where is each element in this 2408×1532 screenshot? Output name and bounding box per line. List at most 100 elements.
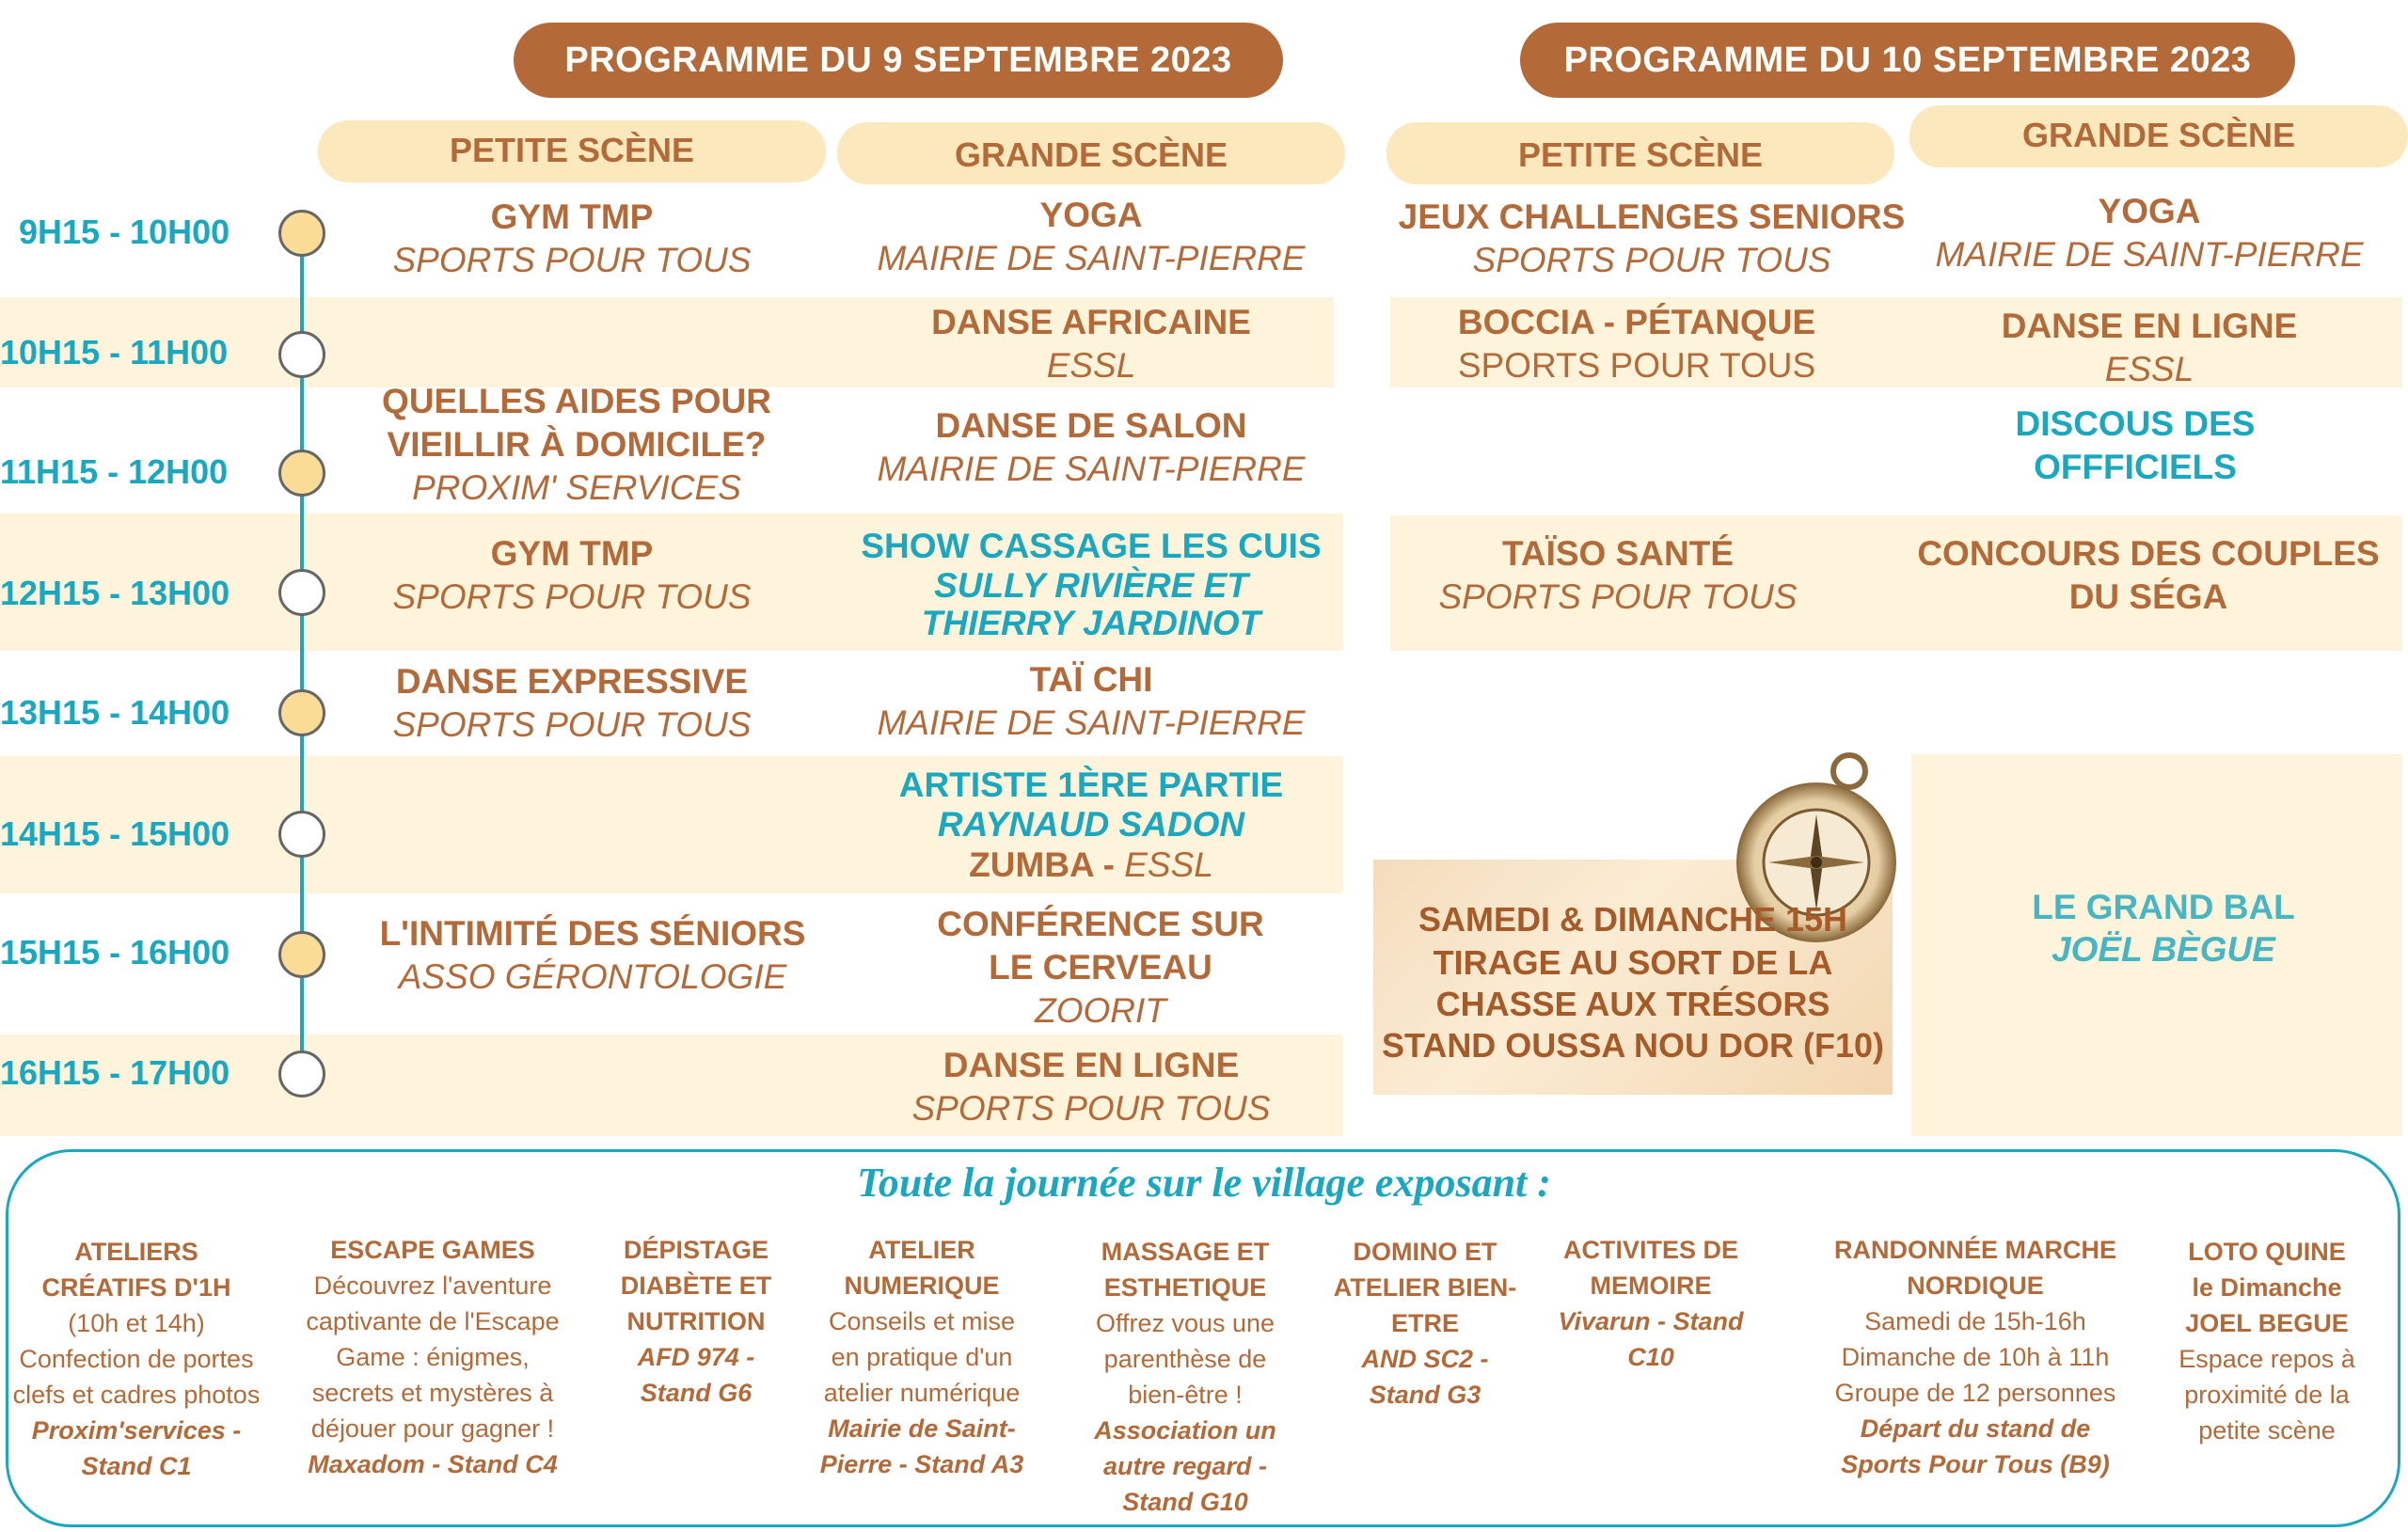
- exhibitor-stand: Pierre - Stand A3: [819, 1450, 1024, 1478]
- event-title-line2: VIEILLIR À DOMICILE?: [387, 425, 767, 464]
- treasure-line-2: TIRAGE AU SORT DE LA: [1433, 943, 1833, 982]
- exhibitor-description: Game : énigmes,: [336, 1343, 530, 1371]
- exhibitor-title: DOMINO ET: [1353, 1238, 1497, 1266]
- timeline-dot: [278, 569, 325, 616]
- exhibitor-stand: Mairie de Saint-: [828, 1414, 1016, 1443]
- exhibitor-title: MASSAGE ET: [1101, 1238, 1270, 1266]
- exhibitor-stand: Départ du stand de: [1860, 1414, 2091, 1443]
- exhibitor-stand: C10: [1627, 1343, 1674, 1371]
- exhibitor-title: JOEL BEGUE: [2185, 1309, 2349, 1337]
- event-title: QUELLES AIDES POUR: [382, 382, 771, 420]
- event-organizer: SPORTS POUR TOUS: [392, 577, 752, 616]
- d1-grande-yoga: YOGA MAIRIE DE SAINT-PIERRE: [847, 192, 1336, 282]
- exhibitor-stand: Vivarun - Stand: [1558, 1307, 1744, 1335]
- exhibitor-title: ATELIERS: [74, 1238, 198, 1266]
- exhibitor-title: ATELIER: [868, 1236, 975, 1264]
- event-title: TAÏ CHI: [1029, 660, 1153, 699]
- event-zumba-organizer: ESSL: [1124, 845, 1213, 884]
- exhibitor-description: clefs et cadres photos: [12, 1381, 261, 1409]
- band-d2-boccia: [1390, 297, 2402, 387]
- exhibitor-description: petite scène: [2198, 1416, 2336, 1445]
- exhibitor-title: RANDONNÉE MARCHE: [1833, 1236, 2116, 1264]
- event-organizer: SPORTS POUR TOUS: [1438, 577, 1798, 616]
- exhibitor-title: NORDIQUE: [1907, 1271, 2044, 1300]
- time-slot-5: 13H15 - 14H00: [0, 693, 230, 732]
- timeline-line: [300, 237, 304, 1074]
- event-title: YOGA: [1039, 196, 1143, 234]
- exhibitor-stand: Stand C1: [81, 1452, 192, 1480]
- d1-petite-intimite-seniors: L'INTIMITÉ DES SÉNIORS ASSO GÉRONTOLOGIE: [339, 910, 847, 1001]
- day2-header: PROGRAMME DU 10 SEPTEMBRE 2023: [1520, 23, 2295, 98]
- event-organizer: MAIRIE DE SAINT-PIERRE: [877, 239, 1306, 277]
- exhibitor-description: Dimanche de 10h à 11h: [1841, 1343, 2110, 1371]
- time-slot-8: 16H15 - 17H00: [0, 1053, 230, 1092]
- day1-petite-scene-label: PETITE SCÈNE: [318, 120, 826, 182]
- d1-grande-conference-cerveau: CONFÉRENCE SUR LE CERVEAU ZOORIT: [847, 903, 1354, 1033]
- timeline-dot: [278, 689, 325, 736]
- d1-petite-danse-expressive: DANSE EXPRESSIVE SPORTS POUR TOUS: [337, 658, 807, 749]
- event-organizer: ASSO GÉRONTOLOGIE: [398, 957, 787, 996]
- exhibitor-description: (10h et 14h): [68, 1309, 205, 1337]
- d1-grande-danse-en-ligne: DANSE EN LIGNE SPORTS POUR TOUS: [847, 1042, 1336, 1132]
- d2-petite-jeux-challenges: JEUX CHALLENGES SENIORS SPORTS POUR TOUS: [1388, 194, 1915, 284]
- d2-grande-yoga: YOGA MAIRIE DE SAINT-PIERRE: [1909, 188, 2389, 278]
- exhibitor-stand: Association un: [1094, 1416, 1276, 1445]
- exhibitor-title: CRÉATIFS D'1H: [41, 1273, 231, 1302]
- event-organizer: ESSL: [1046, 346, 1136, 385]
- event-title: JEUX CHALLENGES SENIORS: [1398, 197, 1906, 236]
- exhibitor-description: secrets et mystères à: [311, 1379, 554, 1407]
- exhibitor-item: ATELIERS CRÉATIFS D'1H (10h et 14h) Confect…: [0, 1234, 273, 1484]
- event-title: CONCOURS DES COUPLES: [1917, 534, 2380, 573]
- compass-ring-top: [1830, 752, 1868, 790]
- d2-grande-danse-en-ligne: DANSE EN LIGNE ESSL: [1909, 303, 2389, 393]
- exhibitor-stand: AND SC2 -: [1361, 1345, 1489, 1373]
- exhibitor-title: ESCAPE GAMES: [330, 1236, 535, 1264]
- exhibitor-description: proximité de la: [2184, 1381, 2350, 1409]
- exhibitor-title: ESTHETIQUE: [1103, 1273, 1267, 1302]
- event-zumba-title: ZUMBA -: [969, 845, 1125, 884]
- treasure-line-4: STAND OUSSA NOU DOR (F10): [1381, 1026, 1885, 1065]
- event-title-line2: DU SÉGA: [2068, 577, 2228, 616]
- event-organizer: MAIRIE DE SAINT-PIERRE: [1935, 235, 2364, 274]
- band-10h15: [0, 297, 1334, 387]
- event-title: TAÏSO SANTÉ: [1502, 534, 1734, 573]
- exhibitor-description: Confection de portes: [19, 1345, 254, 1373]
- time-slot-2: 10H15 - 11H00: [0, 333, 229, 371]
- d1-grande-tai-chi: TAÏ CHI MAIRIE DE SAINT-PIERRE: [847, 656, 1336, 747]
- day2-grande-scene-label: GRANDE SCÈNE: [1909, 105, 2408, 167]
- exhibitor-description: captivante de l'Escape: [306, 1307, 560, 1335]
- exhibitor-village-title: Toute la journée sur le village exposant…: [857, 1160, 1551, 1206]
- exhibitor-title: NUMERIQUE: [844, 1271, 1000, 1300]
- event-title: BOCCIA - PÉTANQUE: [1457, 303, 1816, 341]
- timeline-dot: [278, 450, 325, 497]
- timeline-dot: [278, 331, 325, 378]
- d1-grande-danse-salon: DANSE DE SALON MAIRIE DE SAINT-PIERRE: [847, 403, 1336, 493]
- d2-grande-grand-bal: LE GRAND BAL JOËL BÈGUE: [1919, 884, 2408, 974]
- exhibitor-title: ATELIER BIEN-: [1333, 1273, 1517, 1302]
- exhibitor-stand: Stand G10: [1122, 1488, 1248, 1516]
- exhibitor-description: parenthèse de: [1103, 1345, 1267, 1373]
- time-slot-1: 9H15 - 10H00: [19, 213, 230, 251]
- d1-grande-show-cassage: SHOW CASSAGE LES CUIS SULLY RIVIÈRE ET T…: [837, 523, 1345, 645]
- event-title: DANSE EXPRESSIVE: [395, 662, 749, 701]
- exhibitor-description: bien-être !: [1128, 1381, 1243, 1409]
- exhibitor-stand: Stand G3: [1369, 1381, 1481, 1409]
- event-title: LE GRAND BAL: [2032, 888, 2295, 926]
- exhibitor-title: DIABÈTE ET: [620, 1271, 772, 1300]
- timeline-dot: [278, 210, 325, 257]
- day2-petite-scene-label: PETITE SCÈNE: [1386, 122, 1894, 184]
- day1-header: PROGRAMME DU 9 SEPTEMBRE 2023: [514, 23, 1283, 98]
- exhibitor-title: LOTO QUINE: [2188, 1238, 2346, 1266]
- event-title: L'INTIMITÉ DES SÉNIORS: [379, 914, 806, 953]
- event-organizer: MAIRIE DE SAINT-PIERRE: [877, 703, 1306, 742]
- d1-petite-gym-tmp: GYM TMP SPORTS POUR TOUS: [337, 194, 807, 284]
- exhibitor-description: Offrez vous une: [1095, 1309, 1275, 1337]
- timeline-dot: [278, 1050, 325, 1098]
- event-organizer: ESSL: [2104, 350, 2194, 388]
- event-title-line2: LE CERVEAU: [989, 948, 1212, 987]
- timeline-dot: [278, 811, 325, 858]
- band-d2-grand-bal: [1911, 754, 2402, 1136]
